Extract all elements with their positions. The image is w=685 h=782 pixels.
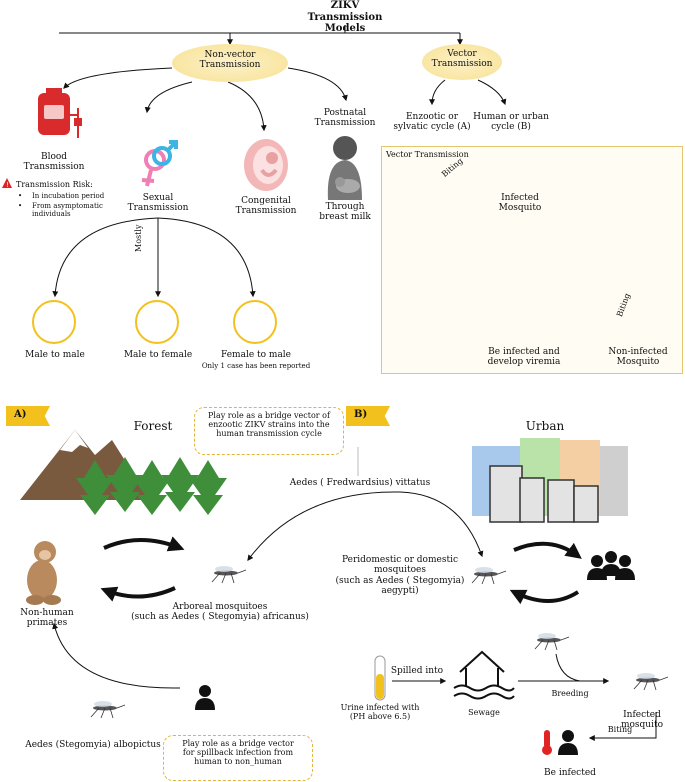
- infected-person-b-icon: [558, 730, 578, 755]
- infected-mosquito-b-label: Infected mosquito: [620, 710, 664, 731]
- infected-mosquito-b-icon: [633, 672, 669, 691]
- enzootic-label: Enzootic or sylvatic cycle (A): [393, 112, 471, 133]
- forest-trees-icon: [76, 457, 227, 515]
- f2m-note: Only 1 case has been reported: [201, 362, 311, 370]
- vector-header: Vector Transmission: [431, 49, 493, 70]
- m2f-circle: [135, 300, 179, 344]
- spilled-label: Spilled into: [390, 666, 444, 676]
- albopictus-label: Aedes (Stegomyia) albopictus: [25, 740, 161, 750]
- urine-tube-icon: [374, 655, 386, 701]
- sewage-label: Sewage: [468, 708, 500, 717]
- spillback-note: Play role as a bridge vector for spillba…: [182, 739, 294, 767]
- blood-bag-icon: [38, 88, 82, 138]
- albopictus-mosquito-icon: [90, 700, 126, 719]
- infected-mosquito-label: Infected Mosquito: [498, 193, 542, 214]
- urine-label: Urine infected with (PH above 6.5): [340, 703, 420, 722]
- risk-item-1: In incubation period: [32, 192, 105, 200]
- nonvector-header: Non-vector Transmission: [199, 50, 261, 71]
- primates-label: Non-human primates: [20, 608, 74, 629]
- group-people-icon: [587, 551, 635, 580]
- breastfeeding-icon: [327, 136, 362, 200]
- peridomestic-label: Peridomestic or domestic mosquitoes (suc…: [335, 555, 465, 597]
- viremia-label: Be infected and develop viremia: [487, 347, 561, 368]
- house-sewage-icon: [453, 650, 515, 700]
- breeding-mosquito-icon: [534, 632, 570, 651]
- person-icon-a: [195, 685, 215, 710]
- warning-icon: !: [2, 178, 12, 189]
- title-line1: ZIKV: [330, 0, 360, 11]
- blood-label: Blood Transmission: [23, 152, 85, 173]
- m2m-label: Male to male: [25, 350, 85, 360]
- risk-item-2: From asymptomatic individuals: [32, 202, 103, 219]
- arboreal-label: Arboreal mosquitoes (such as Aedes ( Ste…: [131, 602, 309, 623]
- spillback-note-box: [163, 735, 313, 781]
- biting-b-label: Biting: [607, 725, 633, 734]
- thermometer-icon: [542, 730, 552, 755]
- breeding-label: Breeding: [551, 689, 589, 698]
- m2m-circle: [32, 300, 76, 344]
- city-buildings-icon: [472, 438, 628, 523]
- f2m-circle: [233, 300, 277, 344]
- risk-title: Transmission Risk:: [16, 180, 93, 189]
- forest-label: Forest: [133, 419, 173, 433]
- risk-bullet-2: •: [18, 202, 23, 210]
- tag-b: [346, 406, 390, 426]
- mostly-label: Mostly: [134, 224, 143, 252]
- urban-label: Urban: [525, 419, 565, 433]
- gender-symbol-icon: [141, 140, 178, 187]
- tag-b-text: B): [354, 409, 368, 420]
- vector-ellipse: [422, 44, 502, 80]
- tag-a: [6, 406, 50, 426]
- vector-box-title: Vector Transmission: [386, 150, 469, 159]
- congenital-label: Congenital Transmission: [235, 196, 297, 217]
- f2m-label: Female to male: [220, 350, 292, 360]
- urban-cycle-label: Human or urban cycle (B): [473, 112, 549, 133]
- fetus-icon: [244, 139, 288, 191]
- arboreal-mosquito-icon: [211, 565, 247, 584]
- bridge-note: Play role as a bridge vector of enzootic…: [208, 411, 330, 439]
- risk-bullet-1: •: [18, 192, 23, 200]
- sexual-label: Sexual Transmission: [127, 193, 189, 214]
- vector-transmission-box: [381, 146, 683, 374]
- bridge-note-box: [194, 407, 344, 455]
- postnatal-label: Postnatal Transmission: [314, 108, 376, 129]
- nonvector-ellipse: [172, 44, 288, 82]
- breastmilk-label: Through breast milk: [319, 202, 371, 223]
- m2f-label: Male to female: [123, 350, 193, 360]
- tag-a-text: A): [14, 409, 27, 420]
- title: ZIKV Transmission Models: [300, 0, 390, 35]
- title-line2: Transmission Models: [307, 11, 383, 35]
- be-infected-label: Be infected: [544, 768, 596, 778]
- noninfected-label: Non-infected Mosquito: [608, 347, 668, 368]
- monkey-icon: [26, 541, 61, 605]
- vittatus-label: Aedes ( Fredwardsius) vittatus: [289, 478, 431, 488]
- svg-text:!: !: [6, 181, 9, 189]
